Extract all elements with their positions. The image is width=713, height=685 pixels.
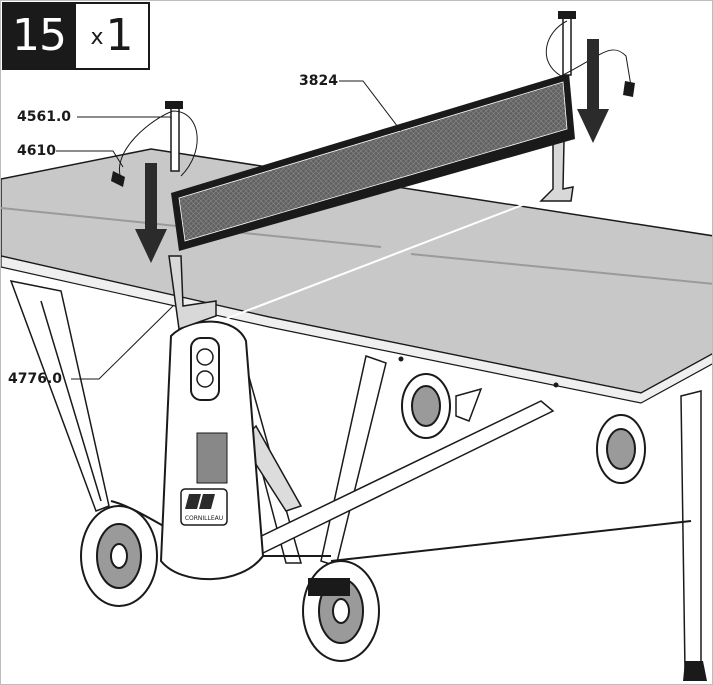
callout-net: 3824 xyxy=(299,73,338,89)
callout-net-post: 4776.0 xyxy=(8,371,63,387)
tension-cord-left xyxy=(118,110,198,180)
step-indicator: 15 x1 xyxy=(2,2,150,72)
edge-screw xyxy=(553,382,559,388)
ball xyxy=(196,370,214,388)
callout-leaders xyxy=(56,80,402,380)
wheel xyxy=(80,505,158,607)
tension-cord-left-end xyxy=(111,171,125,187)
table-edge xyxy=(1,255,712,404)
vent-grille xyxy=(196,432,228,484)
post-clamp-left-cap xyxy=(165,101,183,109)
callout-post-clamp: 4561.0 xyxy=(17,109,72,125)
post-clamp-right-cap xyxy=(558,11,576,19)
wheel xyxy=(596,414,646,484)
net-post-right xyxy=(539,140,574,202)
ball-holder xyxy=(190,337,220,401)
table-frame xyxy=(9,280,702,672)
post-clamp-left xyxy=(170,104,180,172)
table-foot xyxy=(683,661,707,681)
brand-logo xyxy=(185,494,215,509)
quantity-value: 1 xyxy=(105,10,134,61)
quantity-prefix: x xyxy=(90,25,104,50)
down-arrow-left xyxy=(135,163,167,263)
callout-tension-cord: 4610 xyxy=(17,143,56,159)
ball xyxy=(196,348,214,366)
net-mesh-bg xyxy=(179,82,567,241)
table-net-line xyxy=(180,195,547,337)
tension-cord-right-end xyxy=(623,81,635,97)
tension-cord-right xyxy=(545,20,632,87)
step-number: 15 xyxy=(2,2,76,70)
net-mesh xyxy=(178,81,568,242)
wheel xyxy=(302,560,380,662)
wheel xyxy=(401,373,451,439)
table-center-line-far xyxy=(410,253,712,285)
brand-label: CORNILLEAU xyxy=(185,515,223,522)
net-post-left xyxy=(168,255,217,331)
edge-screw xyxy=(398,356,404,362)
step-quantity: x1 xyxy=(76,2,150,70)
post-clamp-right xyxy=(562,14,572,76)
down-arrow-right xyxy=(577,39,609,143)
